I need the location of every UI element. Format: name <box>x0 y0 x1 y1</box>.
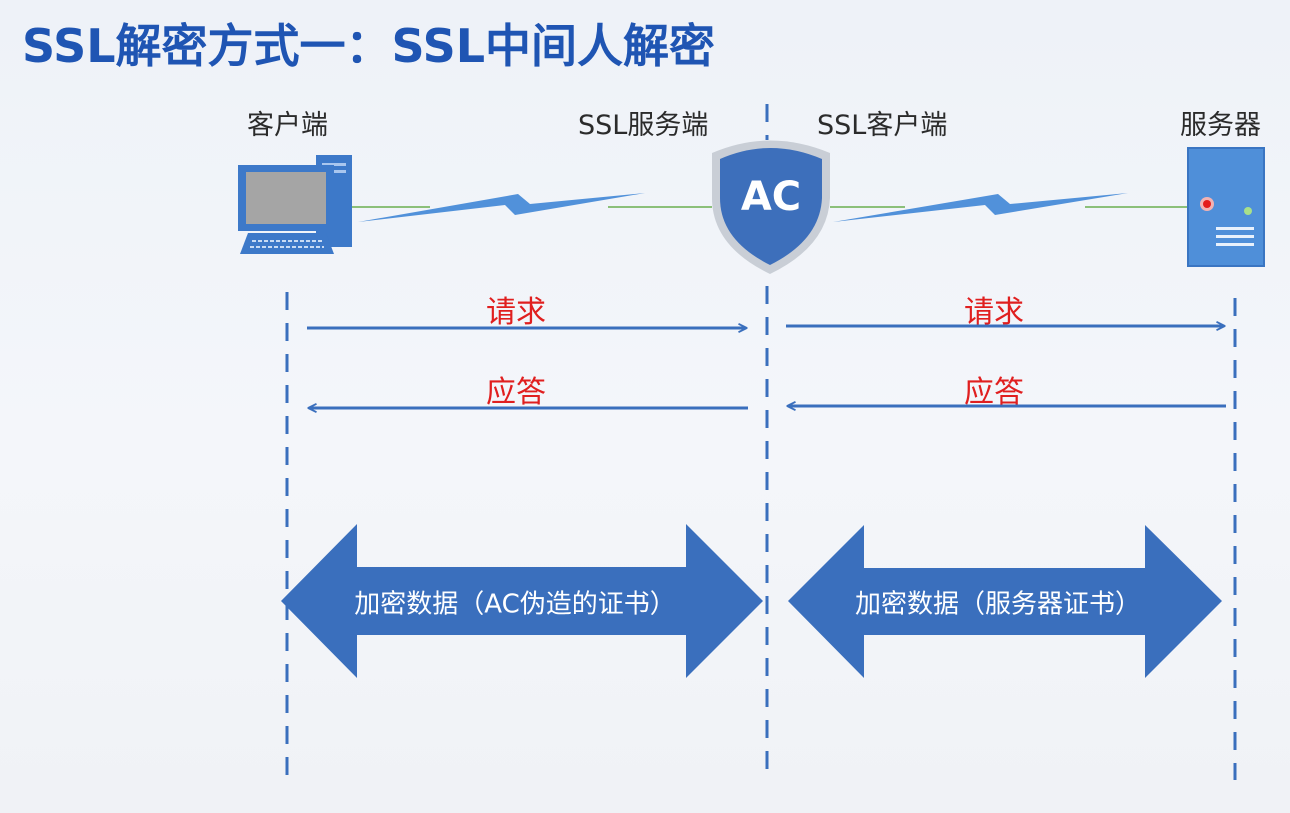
ssl-client-label: SSL客户端 <box>817 110 948 141</box>
left-encrypted-double-arrow <box>281 524 763 678</box>
left-encrypted-label: 加密数据（AC伪造的证书） <box>354 589 676 620</box>
lightning-right-icon <box>833 193 1128 222</box>
right-encrypted-label: 加密数据（服务器证书） <box>854 589 1142 620</box>
client-computer-icon <box>238 155 352 254</box>
server-icon <box>1187 147 1265 267</box>
ac-shield-icon <box>712 140 830 274</box>
lightning-left-icon <box>358 193 645 222</box>
right-request-label: 请求 <box>964 295 1024 330</box>
right-encrypted-double-arrow <box>788 525 1222 678</box>
ac-badge-text: AC <box>740 174 802 220</box>
server-label: 服务器 <box>1180 110 1261 141</box>
page-title: SSL解密方式一：SSL中间人解密 <box>22 19 716 73</box>
left-request-label: 请求 <box>486 295 546 330</box>
client-label: 客户端 <box>247 110 328 141</box>
ssl-server-label: SSL服务端 <box>578 110 709 141</box>
left-response-label: 应答 <box>486 375 546 410</box>
right-response-label: 应答 <box>964 375 1024 410</box>
